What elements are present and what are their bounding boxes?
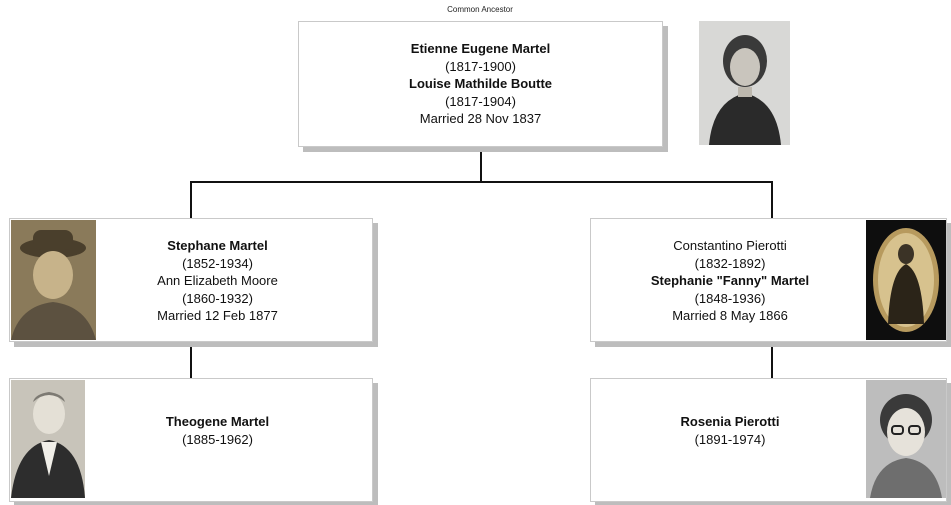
ancestor-husband-name: Etienne Eugene Martel bbox=[410, 41, 551, 56]
connector-horizontal bbox=[190, 181, 773, 183]
left-child-name: Theogene Martel bbox=[165, 414, 270, 429]
right-parent-husband-name: Constantino Pierotti bbox=[673, 238, 787, 253]
connector-ancestor-down bbox=[480, 146, 482, 182]
woman-in-oval-frame-portrait-photo bbox=[866, 220, 946, 340]
right-child-name: Rosenia Pierotti bbox=[680, 414, 780, 429]
ancestor-marriage: Married 28 Nov 1837 bbox=[419, 111, 542, 126]
elderly-woman-portrait-photo bbox=[699, 21, 790, 145]
right-child-text: Rosenia Pierotti (1891-1974) bbox=[600, 413, 860, 448]
connector-left-child bbox=[190, 341, 192, 379]
connector-left-drop bbox=[190, 181, 192, 219]
woman-with-glasses-portrait-photo bbox=[866, 380, 946, 498]
right-parent-text: Constantino Pierotti (1832-1892) Stephan… bbox=[600, 237, 860, 325]
left-parent-text: Stephane Martel (1852-1934) Ann Elizabet… bbox=[96, 237, 339, 325]
right-parent-marriage: Married 8 May 1866 bbox=[672, 308, 788, 323]
right-parent-husband-dates: (1832-1892) bbox=[694, 255, 766, 271]
left-child-dates: (1885-1962) bbox=[182, 431, 253, 447]
left-parent-husband-name: Stephane Martel bbox=[167, 238, 268, 253]
connector-right-drop bbox=[771, 181, 773, 219]
right-child-dates: (1891-1974) bbox=[694, 431, 766, 447]
common-ancestor-caption: Common Ancestor bbox=[447, 5, 513, 14]
left-parent-husband-dates: (1852-1934) bbox=[182, 255, 253, 271]
left-parent-marriage: Married 12 Feb 1877 bbox=[157, 308, 278, 323]
ancestor-husband-dates: (1817-1900) bbox=[445, 58, 516, 74]
right-parent-wife-dates: (1848-1936) bbox=[694, 290, 766, 306]
ancestor-box[interactable] bbox=[298, 21, 663, 147]
ancestor-wife-dates: (1817-1904) bbox=[445, 93, 516, 109]
ancestor-wife-name: Louise Mathilde Boutte bbox=[409, 76, 552, 91]
left-parent-wife-name: Ann Elizabeth Moore bbox=[157, 273, 278, 288]
man-with-hat-portrait-photo bbox=[11, 220, 96, 340]
left-parent-wife-dates: (1860-1932) bbox=[182, 290, 253, 306]
man-in-suit-portrait-photo bbox=[11, 380, 85, 498]
connector-right-child bbox=[771, 341, 773, 379]
left-child-text: Theogene Martel (1885-1962) bbox=[96, 413, 339, 448]
ancestor-text: Etienne Eugene Martel (1817-1900) Louise… bbox=[298, 40, 663, 128]
right-parent-wife-name: Stephanie "Fanny" Martel bbox=[650, 273, 810, 288]
